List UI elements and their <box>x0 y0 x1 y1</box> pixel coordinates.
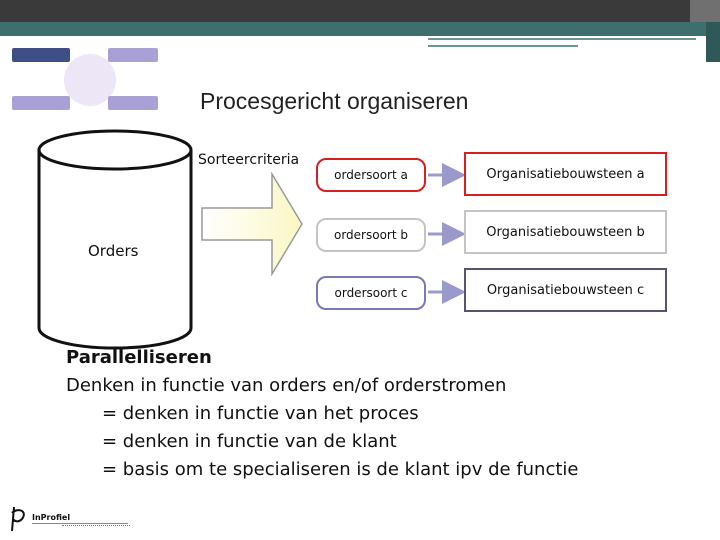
body-line: = denken in functie van het proces <box>102 403 419 424</box>
logo-rule <box>32 523 128 524</box>
order-type-a: ordersoort a <box>316 158 426 192</box>
overview-thumbnail <box>8 44 168 116</box>
sort-criteria-label: Sorteercriteria <box>198 152 300 168</box>
body-line: Denken in functie van orders en/of order… <box>66 375 507 396</box>
logo-name: InProfiel <box>32 513 71 522</box>
header-rule-1 <box>428 38 696 40</box>
thumbnail-block-1 <box>12 48 70 62</box>
header-band <box>0 22 720 36</box>
order-type-c: ordersoort c <box>316 276 426 310</box>
thumbnail-block-3 <box>12 96 70 110</box>
logo-tagline <box>62 525 130 529</box>
building-block-c: Organisatiebouwsteen c <box>464 268 667 312</box>
body-text: Parallelliseren Denken in functie van or… <box>66 344 579 484</box>
header-rule-2 <box>428 45 578 47</box>
body-line: = denken in functie van de klant <box>102 431 397 452</box>
sorting-arrow <box>201 172 303 276</box>
orders-cylinder <box>37 129 193 350</box>
thumbnail-block-4 <box>108 96 158 110</box>
thumbnail-block-2 <box>108 48 158 62</box>
connector-arrows <box>428 163 466 304</box>
page-title: Procesgericht organiseren <box>200 88 469 114</box>
header-bar <box>0 0 720 22</box>
header-band-end <box>706 22 720 62</box>
building-block-b: Organisatiebouwsteen b <box>464 210 667 254</box>
orders-label: Orders <box>88 242 139 260</box>
body-heading: Parallelliseren <box>66 347 212 368</box>
building-block-a: Organisatiebouwsteen a <box>464 152 667 196</box>
order-type-b: ordersoort b <box>316 218 426 252</box>
logo-mark-icon <box>11 506 25 532</box>
thumbnail-circle <box>64 54 116 106</box>
body-line: = basis om te specialiseren is de klant … <box>102 459 579 480</box>
header-bar-accent <box>690 0 720 22</box>
